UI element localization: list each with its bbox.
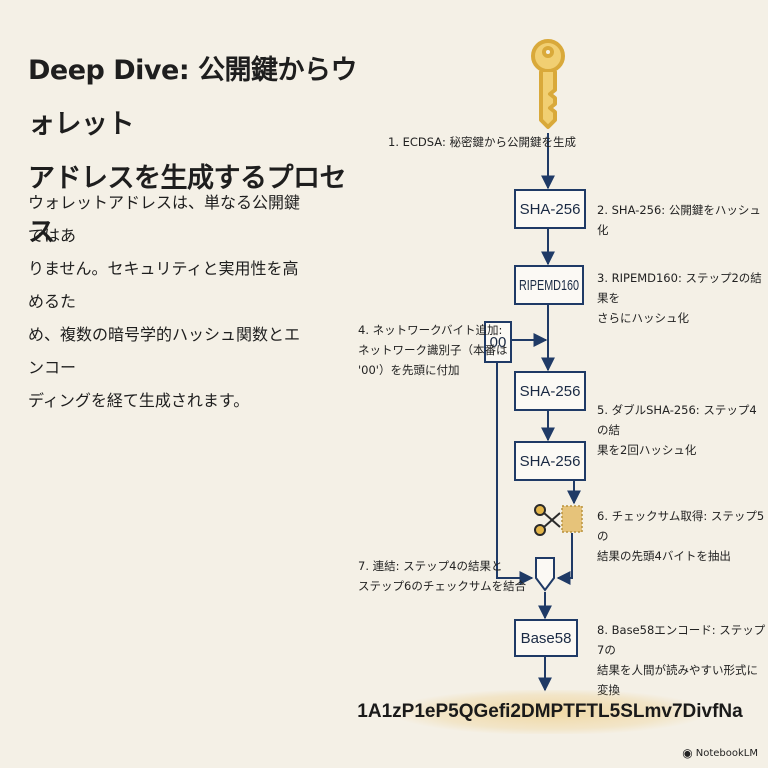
title-line-1: Deep Dive: 公開鍵からウォレット — [28, 55, 358, 140]
step-7-line-1: 7. 連結: ステップ4の結果と — [358, 559, 503, 573]
step-6-line-2: 結果の先頭4バイトを抽出 — [597, 549, 731, 563]
notebooklm-logo-icon: ◉ — [682, 746, 693, 760]
step-2-annotation: 2. SHA-256: 公開鍵をハッシュ化 — [597, 200, 768, 240]
step-7-line-2: ステップ6のチェックサムを結合 — [358, 579, 527, 593]
brand-label: NotebookLM — [695, 747, 758, 759]
step-3-line-1: 3. RIPEMD160: ステップ2の結果を — [597, 271, 762, 305]
step-4-annotation: 4. ネットワークバイト追加: ネットワーク識別子（本番は '00'）を先頭に付… — [358, 320, 508, 380]
step-8-annotation: 8. Base58エンコード: ステップ7の 結果を人間が読みやすい形式に変換 — [597, 620, 768, 700]
merge-funnel-icon — [535, 557, 555, 592]
box-sha256-3-label: SHA-256 — [520, 453, 581, 470]
step-2-text: 2. SHA-256: 公開鍵をハッシュ化 — [597, 203, 761, 237]
arrow-checksum-to-merge — [556, 533, 573, 585]
box-sha256-3: SHA-256 — [514, 441, 586, 481]
step-3-annotation: 3. RIPEMD160: ステップ2の結果を さらにハッシュ化 — [597, 268, 768, 328]
brand-watermark: ◉ NotebookLM — [682, 746, 758, 760]
box-sha256-2-label: SHA-256 — [520, 383, 581, 400]
description-line-1: ウォレットアドレスは、単なる公開鍵ではあ — [28, 193, 301, 245]
box-base58: Base58 — [514, 619, 578, 657]
page-title: Deep Dive: 公開鍵からウォレット アドレスを生成するプロセス — [28, 44, 368, 260]
step-5-line-2: 果を2回ハッシュ化 — [597, 443, 697, 457]
box-base58-label: Base58 — [521, 630, 572, 647]
box-ripemd160-label: RIPEMD160 — [519, 277, 579, 294]
box-prefix-00: 00 — [484, 321, 512, 363]
wallet-address: 1A1zP1eP5QGefi2DMPTFTL5SLmv7DivfNa — [357, 690, 743, 734]
flow-arrows — [496, 133, 581, 692]
step-5-line-1: 5. ダブルSHA-256: ステップ4の結 — [597, 403, 757, 437]
step-3-line-2: さらにハッシュ化 — [597, 311, 689, 325]
description: ウォレットアドレスは、単なる公開鍵ではあ りません。セキュリティと実用性を高める… — [28, 186, 313, 417]
step-4-line-3: '00'）を先頭に付加 — [358, 363, 460, 377]
step-8-line-1: 8. Base58エンコード: ステップ7の — [597, 623, 766, 657]
description-line-3: め、複数の暗号学的ハッシュ関数とエンコー — [28, 325, 301, 377]
step-4-line-1: 4. ネットワークバイト追加: — [358, 323, 503, 337]
checksum-block-icon — [561, 505, 583, 533]
description-line-4: ディングを経て生成されます。 — [28, 391, 250, 410]
arrow-step4-to-merge — [496, 362, 534, 585]
step-6-line-1: 6. チェックサム取得: ステップ5の — [597, 509, 765, 543]
key-icon — [531, 39, 565, 129]
box-prefix-label: 00 — [490, 334, 507, 351]
box-sha256-1-label: SHA-256 — [520, 201, 581, 218]
step-7-annotation: 7. 連結: ステップ4の結果と ステップ6のチェックサムを結合 — [358, 556, 526, 596]
step-5-annotation: 5. ダブルSHA-256: ステップ4の結 果を2回ハッシュ化 — [597, 400, 768, 460]
step-1-annotation: 1. ECDSA: 秘密鍵から公開鍵を生成 — [388, 132, 576, 152]
step-6-annotation: 6. チェックサム取得: ステップ5の 結果の先頭4バイトを抽出 — [597, 506, 768, 566]
step-1-text: 1. ECDSA: 秘密鍵から公開鍵を生成 — [388, 135, 576, 149]
step-4-line-2: ネットワーク識別子（本番は — [358, 343, 508, 357]
description-line-2: りません。セキュリティと実用性を高めるた — [28, 259, 299, 311]
box-sha256-2: SHA-256 — [514, 371, 586, 411]
scissors-icon — [534, 504, 561, 536]
box-ripemd160: RIPEMD160 — [514, 265, 584, 305]
title-line-2: アドレスを生成するプロセス — [28, 163, 347, 248]
box-sha256-1: SHA-256 — [514, 189, 586, 229]
